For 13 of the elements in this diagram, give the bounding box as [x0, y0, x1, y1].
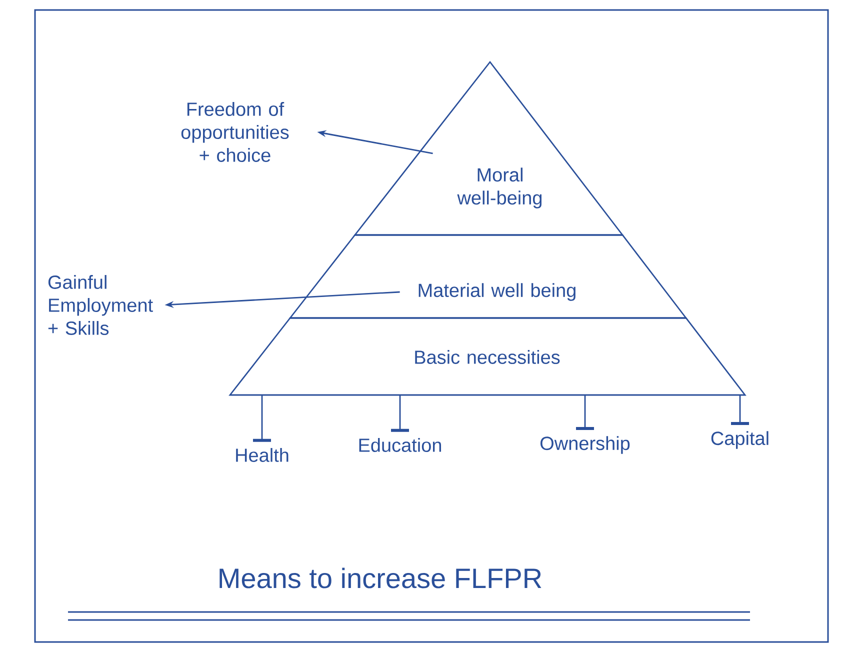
pillar-label: Capital: [711, 431, 768, 449]
pillar-label: Ownership: [540, 436, 630, 454]
side-note: Gainful Employment + Skills: [48, 275, 153, 335]
title: Means to increase FLFPR: [220, 568, 542, 588]
pillar-label: Education: [359, 438, 441, 452]
connector: [576, 395, 594, 430]
connector: [731, 395, 749, 425]
pyramid-band: Material well being: [288, 234, 688, 319]
pyramid-band: Basic necessities: [228, 317, 746, 396]
connector: [253, 395, 271, 442]
side-note: Freedom of opportunities + choice: [181, 102, 289, 162]
connector: [391, 395, 409, 432]
pillar-label: Health: [236, 448, 288, 462]
